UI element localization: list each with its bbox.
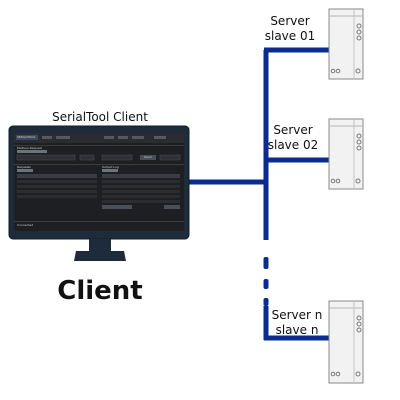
server-label-line2: slave n	[275, 323, 319, 337]
modbus-request-heading: Modbus Request	[17, 146, 42, 150]
server-icon	[328, 118, 364, 190]
server-label-line1: Server	[273, 123, 313, 137]
server-label-line1: Server n	[271, 308, 323, 322]
bus-dot-1	[263, 257, 269, 269]
server-label-slave-n: Server n slave n	[268, 308, 326, 338]
output-log-heading: Output Log	[102, 165, 119, 169]
server-icon	[328, 8, 364, 80]
server-label-line2: slave 01	[264, 29, 316, 43]
app-name: SERIALTOOL	[17, 135, 36, 139]
bus-dot-2	[263, 279, 269, 289]
server-label-slave-02: Server slave 02	[264, 123, 322, 153]
server-slave-02	[328, 118, 364, 190]
server-label-line1: Server	[270, 14, 310, 28]
app-window	[14, 133, 184, 222]
send-button[interactable]: Send	[144, 155, 152, 159]
client-monitor: SERIALTOOL Modbus Request Send Requests …	[8, 125, 190, 270]
requests-heading: Requests	[17, 165, 31, 169]
client-screen: SERIALTOOL Modbus Request Send Requests …	[14, 133, 184, 231]
server-label-slave-01: Server slave 01	[262, 14, 318, 44]
server-slave-01	[328, 8, 364, 80]
status-bar: Connected	[17, 223, 34, 227]
server-slave-n	[328, 300, 364, 384]
bus-dot-3	[263, 298, 269, 306]
server-icon	[328, 300, 364, 384]
server-label-line2: slave 02	[267, 138, 319, 152]
client-caption: Client	[57, 276, 143, 306]
client-title: SerialTool Client	[52, 110, 148, 124]
